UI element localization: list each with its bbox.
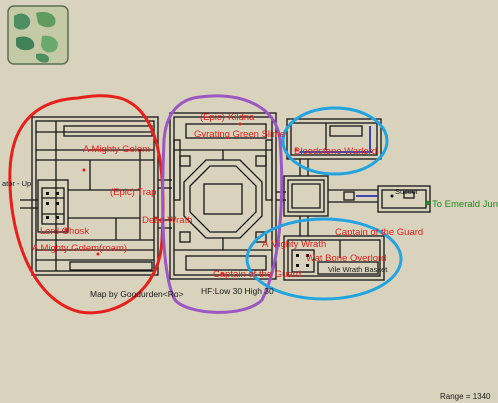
label-bone-overlord: Wat Bone Overlord [306,253,387,264]
northeast-accent [300,126,372,153]
label-mighty-golem: A Mighty Golem [83,144,151,155]
west-wing-markers [46,192,59,219]
succor-marker [390,194,394,198]
label-captain-guard-east: Captain of the Guard [335,227,424,238]
label-vile-wrath-basket: Vile Wrath Basket [328,265,388,274]
label-gyrating-slime: Gyrating Green Slime [194,129,286,140]
center-zone-circle [161,94,284,314]
label-to-emerald-jungle: To Emerald Jungle [432,199,498,210]
label-mighty-golem-roam: A Mighty Golem(roam) [32,243,128,254]
southeast-room-walls [283,216,385,281]
exit-marker [425,200,431,206]
northeast-zone-circle [281,106,389,176]
northeast-connector [299,159,309,176]
label-mighty-wrath: A Mighty Wrath [262,239,327,250]
world-minimap-icon[interactable] [7,5,69,65]
map-credit: Map by Goodurden<Ro> [90,289,184,299]
southeast-markers [296,254,309,267]
label-bloodstone-warlord: Bloodstone Warlord [294,146,378,157]
label-epic-kildna: (Epic)-Kildna [200,112,255,123]
mob-markers [64,122,298,276]
label-captain-guard-south: Captain of the Guard [213,269,302,280]
map-range: Range = 1340 [440,392,491,401]
label-lord-ghosk: Lord Ghosk [40,226,90,237]
label-elevator-up: ator - Up [2,179,32,188]
west-wing-walls [20,116,159,276]
map-height-filter: HF:Low 30 High 30 [201,286,274,296]
southeast-zone-circle [245,217,403,301]
label-dead-wrath: Dead Wrath [142,215,193,226]
label-succor: Succor [395,187,419,196]
east-hub-walls [283,175,431,217]
west-zone-circle [8,94,165,315]
northeast-room-walls [286,118,382,160]
label-epic-trap: (Epic) Trap [110,187,157,198]
